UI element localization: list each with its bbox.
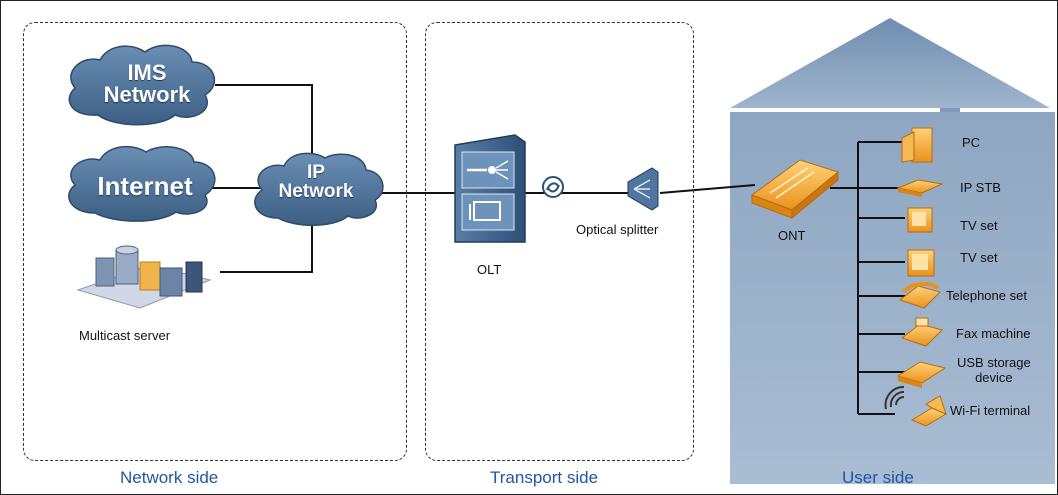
ont-icon	[750, 159, 840, 220]
wifi-laptop-icon	[884, 385, 948, 427]
network-side-label: Network side	[120, 468, 219, 487]
device-label-tv-set-2: TV set	[960, 250, 998, 265]
olt-label: OLT	[477, 262, 502, 277]
ims-network-label-line1: IMS	[127, 60, 167, 85]
multicast-server-icon	[76, 245, 212, 309]
pc-icon	[901, 127, 933, 163]
ont-label: ONT	[778, 228, 806, 243]
optical-splitter-icon	[627, 167, 659, 211]
tv-icon	[907, 249, 935, 277]
device-label-ip-stb: IP STB	[960, 180, 1001, 195]
device-label-tv-set-1: TV set	[960, 218, 998, 233]
ip-network-label-line2: Network	[278, 181, 354, 202]
device-label-fax-machine: Fax machine	[956, 326, 1031, 341]
ip-network-cloud-icon	[254, 152, 384, 226]
set-top-box-icon	[896, 179, 944, 197]
ims-network-label: IMS Network	[92, 62, 202, 106]
ip-network-label: IP Network	[262, 163, 370, 201]
network-side-zone	[23, 22, 407, 461]
internet-cloud-icon	[68, 145, 216, 222]
splitter-to-ont-link	[659, 184, 756, 194]
connection-lines	[212, 84, 910, 415]
ims-network-cloud-icon	[68, 44, 216, 126]
optical-splitter-label: Optical splitter	[576, 222, 659, 237]
multicast-server-label: Multicast server	[79, 328, 171, 343]
ip-network-label-line1: IP	[307, 162, 325, 183]
internet-label: Internet	[97, 171, 193, 201]
telephone-icon	[898, 281, 941, 309]
optical-connector-icon	[542, 176, 564, 198]
device-label-telephone-set: Telephone set	[946, 288, 1027, 303]
fax-icon	[900, 317, 943, 347]
ims-network-label-line2: Network	[103, 82, 191, 107]
device-label-wifi-terminal: Wi-Fi terminal	[950, 403, 1031, 418]
transport-side-zone	[425, 22, 694, 461]
tv-icon	[907, 207, 933, 233]
usb-storage-icon	[896, 361, 947, 388]
device-label-pc: PC	[962, 135, 981, 150]
device-label-usb-storage-line1: USB storage	[957, 355, 1031, 370]
user-side-label: User side	[842, 468, 914, 487]
device-label-usb-storage: USB storage device	[957, 355, 1031, 385]
olt-icon	[454, 134, 526, 243]
transport-side-label: Transport side	[490, 468, 599, 487]
device-label-usb-storage-line2: device	[975, 370, 1013, 385]
